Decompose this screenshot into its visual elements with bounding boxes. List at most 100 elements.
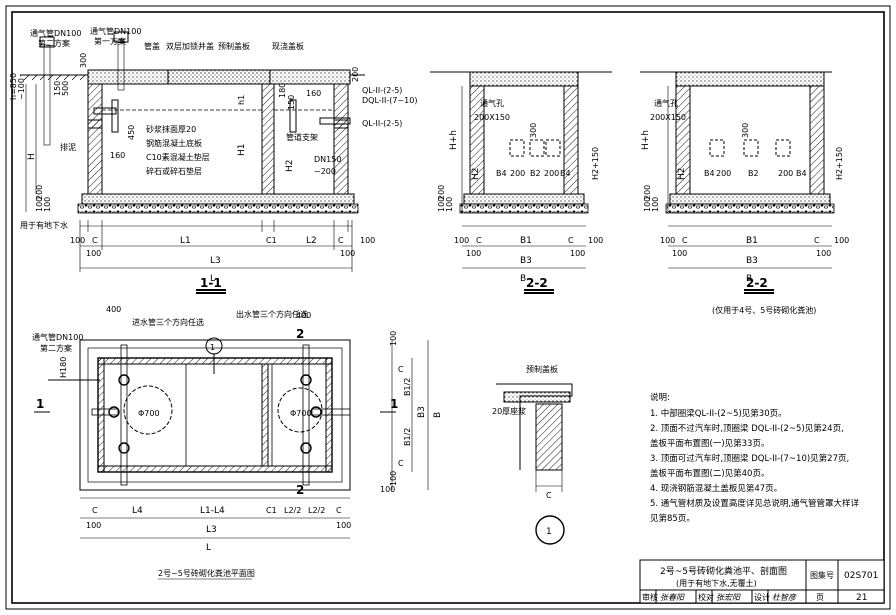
dim-100b-a: 100 [588,236,603,245]
label-100b-b: 100 [651,197,660,212]
title-block-title: 2号~5号砖砌化粪池平、剖面图 [660,565,787,577]
label-mortar: 砂浆抹面厚20 [146,124,196,134]
label-vent-plan: 通气管DN100 [32,332,83,342]
label-qlii-a: QL-II-(2-5) [362,86,402,95]
section-subtitle-2-2b: (仅用于4号、5号砖砌化粪池) [712,305,816,315]
label-vent-size-b: 200X150 [650,113,686,122]
note-line-4: 3. 顶面可过汽车时,顶圈梁 DQL-II-(7~10)见第27页, [650,453,849,464]
dim-l1: L1 [180,236,191,246]
label-vent-hole-b: 通气孔 [654,98,678,108]
label-H2: H2 [285,160,295,173]
dim-l: L [210,274,215,284]
label-rc-bottom: 钢筋混凝土底板 [146,138,202,148]
label-400a: 400 [106,305,121,314]
dim-plan-l1l4: L1-L4 [200,506,225,516]
dim-plan-c: C [92,506,98,515]
label-inlet-note: 进水管三个方向任选 [132,317,204,327]
label-b4a-a: B4 [496,169,507,178]
dim-plan-l4: L4 [132,506,143,516]
label-200b: 200 [35,185,44,200]
label-circle1: 1 [210,343,215,352]
label-100a-b: 100 [643,197,652,212]
check-label: 校对 [698,592,714,602]
dim-100c: 100 [86,249,101,258]
label-h2-150-a: H2+150 [591,147,600,180]
note-line-6: 4. 现浇钢筋混凝土盖板见第47页。 [650,483,782,494]
dim-plan-c1: C1 [266,506,277,515]
outer-frame [5,5,891,610]
note-line-8: 见第85页。 [650,513,695,524]
label-100c: 100 [380,485,395,494]
label-drain: 排泥 [60,142,76,152]
dim-c2: C [338,236,344,245]
label-dqlii: DQL-II-(7~10) [362,96,417,105]
dim-plan-100a: 100 [86,521,101,530]
section-2-2a: 通气孔 200X150 H+h H2 H2+150 300 B4 200 B2 … [430,71,612,294]
label-100b: 100 [389,471,398,486]
label-c-b: C [398,459,404,468]
title-block-subtitle: (用于有地下水,无覆土) [676,578,757,588]
dim-b-a: B [520,274,526,284]
label-160: 160 [306,89,321,98]
dim-plan-100b: 100 [336,521,351,530]
dim-c-a: C [476,236,482,245]
label-160b: 160 [110,151,125,160]
label-dn150: DN150 [314,155,341,164]
label-200: 200 [351,67,360,82]
design-signature: 杜智彦 [772,593,797,602]
label-200-b: 200 [643,185,652,200]
label-precast-cover: 预制盖板 [218,41,250,51]
dim-100b-b: 100 [834,236,849,245]
dim-100a: 100 [70,236,85,245]
label-sec2a: 2 [296,327,304,341]
dim-plan-l22b: L2/2 [308,506,325,515]
atlas-number: 02S701 [844,571,878,581]
label-hh-b: H+h [641,130,651,150]
dim-c2-b: C [814,236,820,245]
label-note-ground: 用于有地下水 [20,220,68,230]
label-H1: H1 [237,144,247,157]
dim-c1: C1 [266,236,277,245]
label-150b: 150 [287,95,296,110]
label-100: 100 [35,197,44,212]
label-300-b: 300 [741,123,750,138]
label-b4a-b: B4 [704,169,715,178]
label-h2-150-b: H2+150 [835,147,844,180]
dim-100a-b: 100 [660,236,675,245]
label-detail-mortar: 20厚座浆 [492,406,526,416]
dim-c: C [92,236,98,245]
atlas-label: 图集号 [810,570,834,580]
note-line-2: 2. 顶面不过汽车时,顶圈梁 DQL-II-(2~5)见第24页, [650,423,844,434]
label-100b: 100 [43,197,52,212]
label-b1-2b: B1/2 [403,428,412,446]
label-c-a: C [398,365,404,374]
label-detail-c: C [546,491,552,500]
note-line-7: 5. 通气管材质及设置高度详见总说明,通气管管罩大样详 [650,498,860,509]
label-dn150-200: ~200 [314,167,336,176]
label-200a-b: 200 [716,169,731,178]
label-b: B [433,412,443,418]
dim-b1-a: B1 [520,236,532,246]
dim-l2: L2 [306,236,317,246]
label-vent-hole-a: 通气孔 [480,98,504,108]
dim-c-b: C [682,236,688,245]
dim-100c-a: 100 [466,249,481,258]
plan-view: 400 进水管三个方向任选 出水管三个方向任选 400 通气管DN100 第二方… [32,305,443,580]
label-180: 180 [278,83,287,98]
label-qlii-b: QL-II-(2-5) [362,119,402,128]
dim-100a-a: 100 [454,236,469,245]
label-b3: B3 [417,406,427,418]
dim-l3: L3 [210,256,221,266]
detail-marker: 1 [546,527,552,537]
label-plan1: 第一方案 [94,36,126,46]
label-outlet-note: 出水管三个方向任选 [236,309,308,319]
plan-title: 2号~5号砖砌化粪池平面图 [158,568,255,578]
dim-b3-b: B3 [746,256,758,266]
label-500: 500 [61,81,70,96]
section-1-1: 通气管DN100 第二方案 通气管DN100 第一方案 管盖 双层加锁井盖 预制… [9,26,417,294]
dim-b1-b: B1 [746,236,758,246]
title-block: 2号~5号砖砌化粪池平、剖面图 (用于有地下水,无覆土) 图集号 02S701 … [639,559,885,604]
label-450: 450 [127,125,136,140]
review-label: 审核 [642,592,658,602]
label-300-a: 300 [529,123,538,138]
